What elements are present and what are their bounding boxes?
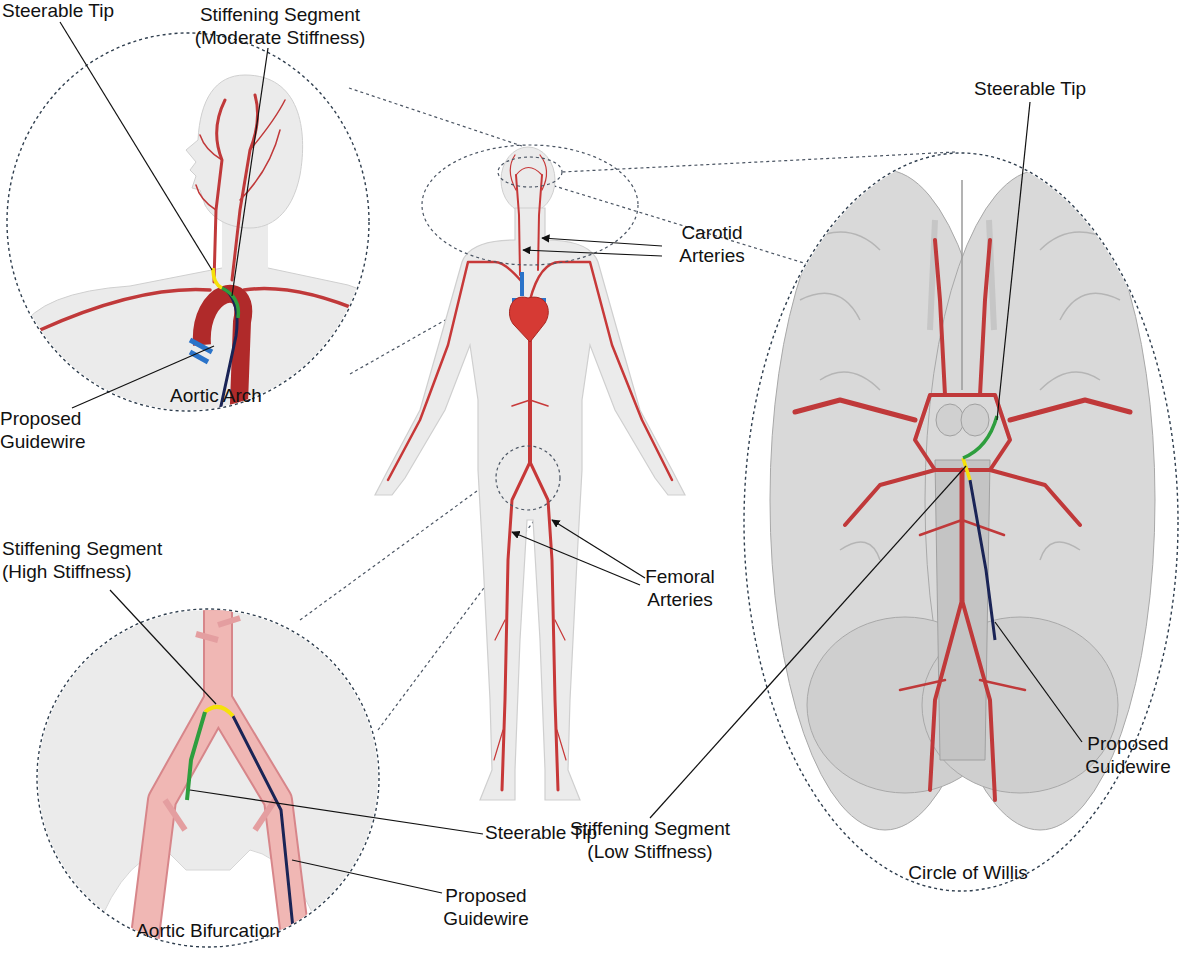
callout-label: Steerable Tip: [955, 78, 1105, 101]
callout-label: Stiffening Segment (High Stiffness): [2, 538, 202, 584]
leg-branch: [494, 620, 566, 760]
leader-arrow: [512, 532, 640, 585]
inset-title: Aortic Arch: [106, 385, 326, 408]
renal-artery: [512, 400, 548, 406]
callout-label: Carotid Arteries: [662, 222, 762, 268]
zoom-line: [349, 88, 522, 146]
inset-outline: [743, 152, 1179, 892]
callout-label: Proposed Guidewire: [0, 408, 100, 454]
inset-ellipse: [744, 153, 1178, 891]
leader-arrow: [542, 238, 662, 246]
zoom-circle: [496, 446, 560, 510]
callout-label: Stiffening Segment (Low Stiffness): [550, 818, 750, 864]
callout-label: Proposed Guidewire: [431, 885, 541, 931]
leader-arrow: [552, 520, 645, 578]
head-artery: [516, 168, 542, 176]
zoom-line: [300, 472, 503, 620]
inset-circle: Aortic Arch: [6, 32, 370, 412]
femoral-artery: [502, 462, 530, 790]
zoom-ellipse: [422, 145, 638, 265]
inset-ellipse: [7, 33, 369, 411]
zoom-markers: [422, 145, 638, 510]
carotid-artery: [538, 175, 542, 270]
callout-label: Femoral Arteries: [630, 566, 730, 612]
zoom-ellipse: [498, 157, 562, 187]
heart-vein: [512, 272, 546, 300]
callout-label: Proposed Guidewire: [1073, 733, 1183, 779]
leader-arrow: [523, 250, 662, 256]
body-head: [501, 147, 555, 213]
callout-label: Stiffening Segment (Moderate Stiffness): [175, 4, 385, 50]
inset-circle: Aortic Bifurcation: [36, 608, 380, 948]
bifurcation-illustration: [20, 600, 400, 953]
inset-ellipse: [37, 609, 379, 947]
inset-circle: Circle of Willis: [743, 152, 1179, 892]
femoral-artery: [530, 462, 558, 790]
callout-label: Steerable Tip: [2, 0, 152, 23]
inset-title: Circle of Willis: [848, 862, 1088, 885]
head-artery: [540, 155, 547, 190]
body-silhouette: [375, 208, 685, 800]
pelvis-silhouette: [20, 600, 400, 953]
arm-artery: [388, 262, 522, 480]
zoom-line: [562, 152, 955, 172]
inset-outline: [6, 32, 370, 412]
heart: [509, 297, 548, 342]
arm-artery: [530, 262, 672, 480]
body-arteries: [388, 155, 672, 790]
inset-title: Aortic Bifurcation: [88, 920, 328, 943]
inset-outline: [36, 608, 380, 948]
